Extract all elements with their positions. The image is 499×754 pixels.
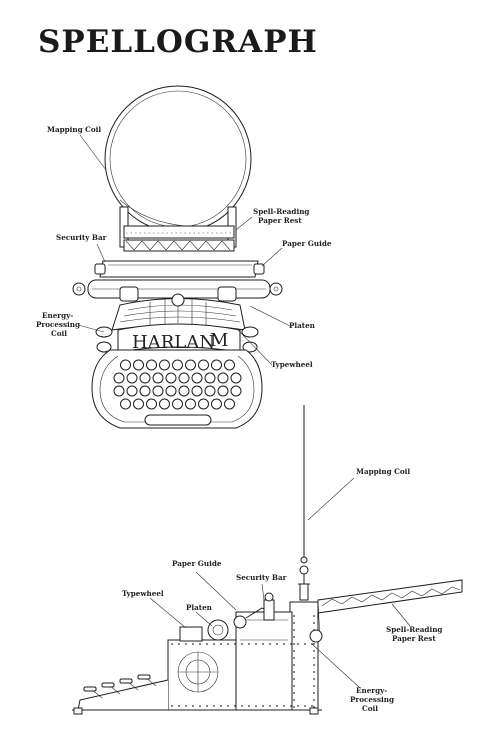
- side-keys: [83, 674, 157, 699]
- side-label-mapping-coil: Mapping Coil: [356, 467, 410, 476]
- front-key: [113, 372, 125, 384]
- side-carriage: [179, 592, 275, 642]
- front-key: [198, 359, 209, 371]
- front-key: [126, 372, 138, 384]
- front-key: [185, 398, 196, 410]
- front-nameplate: HARLAN M: [117, 323, 241, 353]
- front-label-energy-coil-line1: Energy-: [42, 311, 73, 320]
- front-key: [113, 385, 125, 397]
- front-key: [230, 372, 242, 384]
- front-key: [185, 359, 196, 371]
- front-key: [224, 359, 235, 371]
- front-key: [146, 398, 157, 410]
- front-space-bar: [144, 414, 212, 426]
- front-key: [172, 398, 183, 410]
- side-key: [137, 674, 151, 680]
- page-title: SPELLOGRAPH: [38, 24, 318, 60]
- front-key: [159, 359, 170, 371]
- front-key: [120, 398, 131, 410]
- front-key: [230, 385, 242, 397]
- nameplate-text: HARLAN: [132, 332, 215, 353]
- front-security-bar: [94, 260, 265, 278]
- side-label-energy-coil-line3: Coil: [362, 704, 378, 713]
- side-mapping-coil: [298, 405, 310, 601]
- side-keyboard: [72, 674, 322, 715]
- front-key: [152, 372, 164, 384]
- front-leaders: [77, 134, 291, 366]
- side-label-typewheel: Typewheel: [122, 589, 164, 598]
- side-view: Mapping Coil Paper Guide Security Bar Ty…: [72, 405, 463, 715]
- front-key: [172, 359, 183, 371]
- front-label-typewheel: Typewheel: [271, 360, 313, 369]
- front-label-energy-coil-line3: Coil: [51, 329, 67, 338]
- front-key: [159, 398, 170, 410]
- front-keys: [113, 359, 242, 410]
- front-label-paper-rest-line1: Spell-Reading: [253, 207, 309, 216]
- front-key: [152, 385, 164, 397]
- front-key: [217, 385, 229, 397]
- front-key: [224, 398, 235, 410]
- front-key: [126, 385, 138, 397]
- side-label-energy-coil-line1: Energy-: [356, 686, 387, 695]
- side-leaders: [149, 477, 411, 689]
- front-key: [139, 385, 151, 397]
- side-key: [119, 678, 133, 684]
- front-key: [178, 385, 190, 397]
- front-key: [204, 372, 216, 384]
- side-label-security-bar: Security Bar: [236, 573, 287, 582]
- front-key: [133, 398, 144, 410]
- side-label-paper-guide: Paper Guide: [172, 559, 222, 568]
- side-label-platen: Platen: [186, 603, 213, 612]
- front-key: [211, 398, 222, 410]
- front-key: [191, 372, 203, 384]
- front-key: [165, 385, 177, 397]
- side-key: [101, 682, 115, 688]
- side-label-energy-coil-line2: Processing: [350, 695, 394, 704]
- front-key: [120, 359, 131, 371]
- front-key: [139, 372, 151, 384]
- front-label-paper-rest-line2: Paper Rest: [258, 216, 302, 225]
- side-label-paper-rest-line2: Paper Rest: [392, 634, 436, 643]
- front-key: [165, 372, 177, 384]
- front-label-energy-coil-line2: Processing: [36, 320, 80, 329]
- front-label-security-bar: Security Bar: [56, 233, 107, 242]
- front-key: [178, 372, 190, 384]
- side-rivets: [171, 615, 315, 708]
- front-key: [198, 398, 209, 410]
- front-key: [217, 372, 229, 384]
- front-key: [204, 385, 216, 397]
- front-label-mapping-coil: Mapping Coil: [47, 125, 101, 134]
- front-key: [146, 359, 157, 371]
- side-cabinet: [167, 601, 323, 711]
- front-label-paper-guide: Paper Guide: [282, 239, 332, 248]
- front-key: [211, 359, 222, 371]
- front-label-platen: Platen: [289, 321, 316, 330]
- front-view: HARLAN M Mapping Coil: [36, 85, 332, 429]
- front-keyboard: [91, 349, 263, 429]
- side-key: [83, 686, 97, 692]
- front-key: [191, 385, 203, 397]
- front-coil-mount: [119, 206, 237, 252]
- front-body: [111, 293, 246, 331]
- side-label-paper-rest-line1: Spell-Reading: [386, 625, 442, 634]
- model-mark-text: M: [210, 330, 228, 351]
- front-key: [133, 359, 144, 371]
